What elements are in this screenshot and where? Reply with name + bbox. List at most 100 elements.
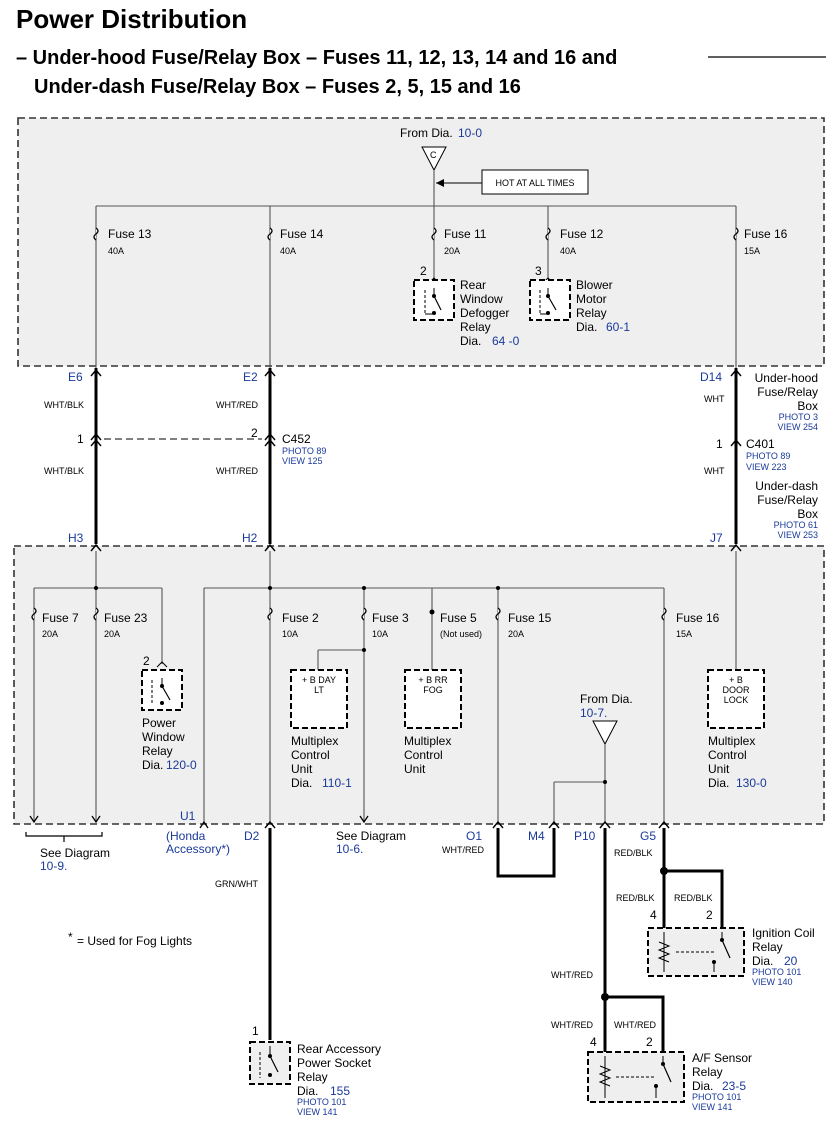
pin-h3-symbol [90,543,102,552]
mcu3-l2: Control [708,748,747,762]
underhood-label-l1: Under-hood [755,371,818,385]
defogger-pin: 2 [420,264,427,278]
pw-relay-pin: 2 [143,654,150,668]
bottom-pin-symbols [264,820,670,829]
blower-l3: Relay [576,306,607,320]
mcu2-b1: + B RR [418,675,448,685]
fuse7-name: Fuse 7 [42,611,79,625]
footnote-star: * [68,930,73,944]
hot-arrow-head [436,179,444,187]
c401-view: VIEW 223 [746,462,787,472]
see9-ref: 10-9. [40,859,67,873]
mcu2-l1: Multiplex [404,734,451,748]
c452-label: C452 [282,432,311,446]
fuse16-icon [733,227,739,241]
wire-e2-bot-color: WHT/RED [216,466,258,476]
pin-j7-symbol [730,543,742,552]
fuse7-rating: 20A [42,629,58,639]
rear-accessory-relay [249,1041,291,1085]
c452-pin2-symbol [264,432,276,447]
ign-pin4: 4 [650,908,657,922]
mcu1-box [290,669,348,729]
rear-view: VIEW 141 [297,1107,338,1117]
wire-e2-top-color: WHT/RED [216,400,258,410]
see9-label: See Diagram [40,846,110,860]
mcu2-l2: Control [404,748,443,762]
fuse5-dot [429,609,435,615]
underhood-from-dia-label: From Dia. [400,126,453,140]
c401-pin-symbol [730,438,742,447]
pin-d14-symbol [730,368,742,377]
rear-pin: 1 [252,1024,259,1038]
fuse11-rating: 20A [444,246,460,256]
mcu3-dia: Dia. [708,776,729,790]
mcu1-b1: + B DAY [302,675,336,685]
hot-at-all-times-text: HOT AT ALL TIMES [495,178,574,188]
fuse2-rating: 10A [282,629,298,639]
mcu1-l2: Control [291,748,330,762]
defogger-l1: Rear [460,278,486,292]
blower-l1: Blower [576,278,613,292]
ign-l2: Relay [752,940,783,954]
mcu3-b2: DOOR [723,685,751,695]
honda-l1: (Honda [166,829,206,843]
ud-fuse16-name: Fuse 16 [676,611,720,625]
wire-p10-color: WHT/RED [551,970,593,980]
mcu1-b2: LT [314,685,324,695]
ud-from-dia-ref: 10-7. [580,706,607,720]
mcu3-ref: 130-0 [736,776,767,790]
c401-label: C401 [746,437,775,451]
c452-photo: PHOTO 89 [282,446,326,456]
af-pin2: 2 [646,1035,653,1049]
af-w4: WHT/RED [551,1020,593,1030]
fuse23-name: Fuse 23 [104,611,148,625]
pw-relay-l2: Window [142,730,185,744]
ud-from-dia-symbol [592,720,618,746]
af-sensor-relay [587,1051,685,1103]
c452-view: VIEW 125 [282,456,323,466]
pin-h2-symbol [264,543,276,552]
af-ref: 23-5 [722,1079,746,1093]
fuse2-icon [267,607,273,621]
fuse23-rating: 20A [104,629,120,639]
see6-ref: 10-6. [336,842,363,856]
ud-from-dia-label: From Dia. [580,692,633,706]
subtitle-line2: Under-dash Fuse/Relay Box – Fuses 2, 5, … [34,76,521,98]
pin-g5: G5 [640,829,656,843]
pw-relay-dia: Dia. [142,758,163,772]
underhood-view: VIEW 254 [777,422,818,432]
defogger-l3: Defogger [460,306,509,320]
p10-branch [605,995,665,1052]
pin-u1: U1 [180,809,196,823]
fuse3-junction [362,586,366,590]
wire-e6-top-color: WHT/BLK [44,400,84,410]
defogger-relay [413,277,455,321]
af-photo: PHOTO 101 [692,1092,741,1102]
pin-e6: E6 [68,370,83,384]
see6-label: See Diagram [336,829,406,843]
af-view: VIEW 141 [692,1102,733,1112]
ignition-coil-relay [647,927,745,977]
c452-pin1-symbol [90,432,102,447]
fuse5-rating: (Not used) [440,629,482,639]
fuse13-rating: 40A [108,246,124,256]
pin-j7: J7 [710,531,723,545]
fuse11-name: Fuse 11 [444,227,487,241]
af-l1: A/F Sensor [692,1051,752,1065]
defogger-l4: Relay [460,320,491,334]
underhood-label-l3: Box [797,399,818,413]
pin-m4: M4 [528,829,545,843]
c452-pin1: 1 [77,432,84,446]
fuse2-name: Fuse 2 [282,611,319,625]
fuse7-icon [31,607,37,621]
ign-dia: Dia. [752,954,773,968]
fuse12-name: Fuse 12 [560,227,604,241]
fuse3-rating: 10A [372,629,388,639]
ign-w4: RED/BLK [616,893,655,903]
defogger-dia: Dia. [460,334,481,348]
wire-e6-bot-color: WHT/BLK [44,466,84,476]
ign-l1: Ignition Coil [752,926,815,940]
af-pin4: 4 [590,1035,597,1049]
c452-pin2: 2 [251,426,258,440]
